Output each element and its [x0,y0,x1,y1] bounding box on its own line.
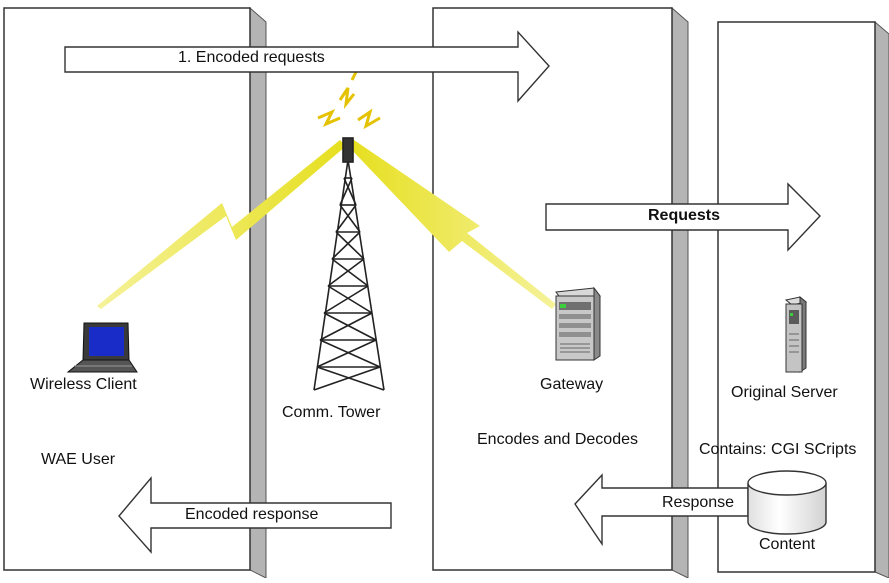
content-label: Content [759,536,816,553]
response-label: Response [662,494,735,511]
requests-arrow [545,182,821,252]
signal-bolt-left [97,140,346,309]
encoded-requests-label: 1. Encoded requests [178,49,325,66]
encoded-requests-arrow [64,30,550,103]
encodes-decodes-label: Encodes and Decodes [477,431,638,448]
signal-spark-icon [317,71,381,130]
database-cylinder-icon [747,470,827,535]
gateway-server-icon [555,286,601,361]
signal-bolt-right [348,140,556,309]
response-arrow [574,473,749,547]
wireless-client-label: Wireless Client [30,376,137,393]
original-server-label: Original Server [731,384,838,401]
requests-label: Requests [648,207,721,224]
cgi-scripts-label: Contains: CGI SCripts [699,441,857,458]
wae-user-panel [3,6,267,579]
server-icon [784,295,808,373]
laptop-icon [66,322,138,373]
gateway-label: Gateway [540,376,604,393]
encoded-response-label: Encoded response [185,506,319,523]
encoded-response-arrow [118,476,392,554]
wae-user-label: WAE User [41,451,116,468]
radio-tower-icon [313,137,385,391]
gateway-panel [432,6,689,579]
comm-tower-label: Comm. Tower [282,404,381,421]
